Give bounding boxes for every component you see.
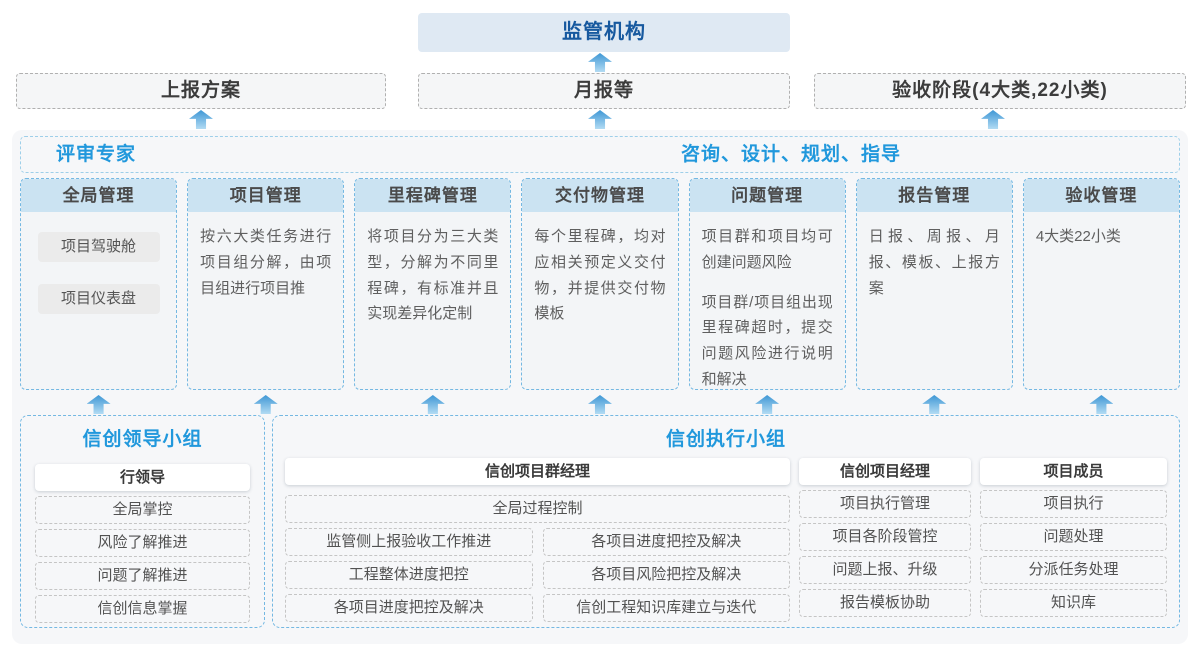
column-text: 日报、周报、月报、模板、上报方案 xyxy=(868,228,1000,297)
column-body: 将项目分为三大类型，分解为不同里程碑，有标准并且实现差异化定制 xyxy=(355,212,510,335)
platform-container: 评审专家 咨询、设计、规划、指导 全局管理 项目驾驶舱 项目仪表盘 项目管理 按… xyxy=(12,130,1188,644)
management-columns: 全局管理 项目驾驶舱 项目仪表盘 项目管理 按六大类任务进行项目组分解，由项目组… xyxy=(20,178,1180,390)
column-text: 将项目分为三大类型，分解为不同里程碑，有标准并且实现差异化定制 xyxy=(367,228,499,323)
duty-item: 全局掌控 xyxy=(35,496,250,524)
arrow-up-icon xyxy=(187,392,344,414)
column-deliverable-management: 交付物管理 每个里程碑，均对应相关预定义交付物，并提供交付物模板 xyxy=(521,178,679,390)
duty-item: 各项目风险把控及解决 xyxy=(542,561,790,589)
teams-row: 信创领导小组 行领导 全局掌控 风险了解推进 问题了解推进 信创信息掌握 信创执… xyxy=(20,415,1180,628)
column-text: 每个里程碑，均对应相关预定义交付物，并提供交付物模板 xyxy=(534,228,666,323)
duty-item: 分派任务处理 xyxy=(980,556,1167,584)
column-issue-management: 问题管理 项目群和项目均可创建问题风险 项目群/项目组出现里程碑超时，提交问题风… xyxy=(688,178,846,390)
project-member-section: 项目成员 项目执行 问题处理 分派任务处理 知识库 xyxy=(980,458,1167,619)
column-title: 里程碑管理 xyxy=(355,179,511,212)
column-milestone-management: 里程碑管理 将项目分为三大类型，分解为不同里程碑，有标准并且实现差异化定制 xyxy=(354,178,512,390)
duty-item: 问题了解推进 xyxy=(35,562,250,590)
execution-group-box: 信创执行小组 信创项目群经理 全局过程控制 监管侧上报验收工作推进 工程整体进度… xyxy=(272,415,1180,628)
duty-item: 知识库 xyxy=(980,589,1167,617)
column-body: 每个里程碑，均对应相关预定义交付物，并提供交付物模板 xyxy=(522,212,677,335)
column-global-management: 全局管理 项目驾驶舱 项目仪表盘 xyxy=(20,178,178,390)
role-header: 项目成员 xyxy=(980,458,1167,485)
experts-label: 评审专家 xyxy=(56,144,137,165)
column-text: 按六大类任务进行项目组分解，由项目组进行项目推 xyxy=(200,228,332,297)
leadership-group-box: 信创领导小组 行领导 全局掌控 风险了解推进 问题了解推进 信创信息掌握 xyxy=(20,415,265,628)
report-box-acceptance: 验收阶段(4大类,22小类) xyxy=(814,73,1186,109)
column-title: 验收管理 xyxy=(1023,179,1179,212)
duty-item: 工程整体进度把控 xyxy=(285,561,533,589)
column-title: 问题管理 xyxy=(689,179,845,212)
duty-item: 报告模板协助 xyxy=(799,589,971,617)
duty-item: 信创信息掌握 xyxy=(35,595,250,623)
column-body: 日报、周报、月报、模板、上报方案 xyxy=(857,212,1012,309)
project-manager-section: 信创项目经理 项目执行管理 项目各阶段管控 问题上报、升级 报告模板协助 xyxy=(799,458,971,619)
duty-item: 问题处理 xyxy=(980,523,1167,551)
duties-right-column: 各项目进度把控及解决 各项目风险把控及解决 信创工程知识库建立与迭代 xyxy=(542,523,790,622)
execution-group-content: 信创项目群经理 全局过程控制 监管侧上报验收工作推进 工程整体进度把控 各项目进… xyxy=(285,458,1167,622)
column-report-management: 报告管理 日报、周报、月报、模板、上报方案 xyxy=(855,178,1013,390)
column-title: 报告管理 xyxy=(856,179,1012,212)
column-arrows xyxy=(20,392,1180,414)
experts-bar: 评审专家 咨询、设计、规划、指导 xyxy=(20,136,1180,173)
column-body: 按六大类任务进行项目组分解，由项目组进行项目推 xyxy=(188,212,343,309)
column-text: 项目群/项目组出现里程碑超时，提交问题风险进行说明和解决 xyxy=(701,293,833,388)
role-header: 行领导 xyxy=(35,464,250,491)
group-title: 信创执行小组 xyxy=(665,429,786,450)
column-project-management: 项目管理 按六大类任务进行项目组分解，由项目组进行项目推 xyxy=(187,178,345,390)
arrow-up-icon xyxy=(588,110,612,129)
duty-item: 项目执行管理 xyxy=(799,490,971,518)
regulator-box: 监管机构 xyxy=(418,13,790,52)
arrow-up-icon xyxy=(354,392,511,414)
feature-pill: 项目仪表盘 xyxy=(37,284,160,314)
column-acceptance-management: 验收管理 4大类22小类 xyxy=(1022,178,1180,390)
arrow-up-icon xyxy=(981,110,1005,129)
arrow-up-icon xyxy=(521,392,678,414)
duty-item: 信创工程知识库建立与迭代 xyxy=(542,594,790,622)
program-manager-section: 信创项目群经理 全局过程控制 监管侧上报验收工作推进 工程整体进度把控 各项目进… xyxy=(285,458,790,622)
column-title: 交付物管理 xyxy=(522,179,678,212)
column-body: 4大类22小类 xyxy=(1024,212,1179,258)
duty-item: 全局过程控制 xyxy=(285,495,790,523)
column-body: 项目群和项目均可创建问题风险 项目群/项目组出现里程碑超时，提交问题风险进行说明… xyxy=(690,212,845,389)
leadership-group-content: 行领导 全局掌控 风险了解推进 问题了解推进 信创信息掌握 xyxy=(21,451,264,623)
column-text: 4大类22小类 xyxy=(1035,228,1121,245)
duty-item: 风险了解推进 xyxy=(35,529,250,557)
duties-left-column: 监管侧上报验收工作推进 工程整体进度把控 各项目进度把控及解决 xyxy=(285,523,533,622)
feature-pill: 项目驾驶舱 xyxy=(37,232,160,262)
arrow-up-icon xyxy=(856,392,1013,414)
group-title: 信创领导小组 xyxy=(82,429,203,450)
duty-item: 问题上报、升级 xyxy=(799,556,971,584)
duty-item: 项目各阶段管控 xyxy=(799,523,971,551)
column-text: 项目群和项目均可创建问题风险 xyxy=(701,228,833,271)
arrow-up-icon xyxy=(189,110,213,129)
report-box-monthly: 月报等 xyxy=(418,73,790,109)
duty-item: 监管侧上报验收工作推进 xyxy=(285,528,533,556)
duty-item: 各项目进度把控及解决 xyxy=(285,594,533,622)
role-header: 信创项目经理 xyxy=(799,458,971,485)
role-header: 信创项目群经理 xyxy=(285,458,790,485)
column-title: 项目管理 xyxy=(188,179,344,212)
column-title: 全局管理 xyxy=(21,179,177,212)
duty-item: 各项目进度把控及解决 xyxy=(542,528,790,556)
arrow-up-icon xyxy=(588,53,612,72)
column-body: 项目驾驶舱 项目仪表盘 xyxy=(21,212,176,322)
report-box-plan: 上报方案 xyxy=(16,73,386,109)
arrow-up-icon xyxy=(20,392,177,414)
arrow-up-icon xyxy=(689,392,846,414)
arrow-up-icon xyxy=(1023,392,1180,414)
program-manager-duties: 监管侧上报验收工作推进 工程整体进度把控 各项目进度把控及解决 各项目进度把控及… xyxy=(285,523,790,622)
consulting-label: 咨询、设计、规划、指导 xyxy=(681,144,902,165)
duty-item: 项目执行 xyxy=(980,490,1167,518)
